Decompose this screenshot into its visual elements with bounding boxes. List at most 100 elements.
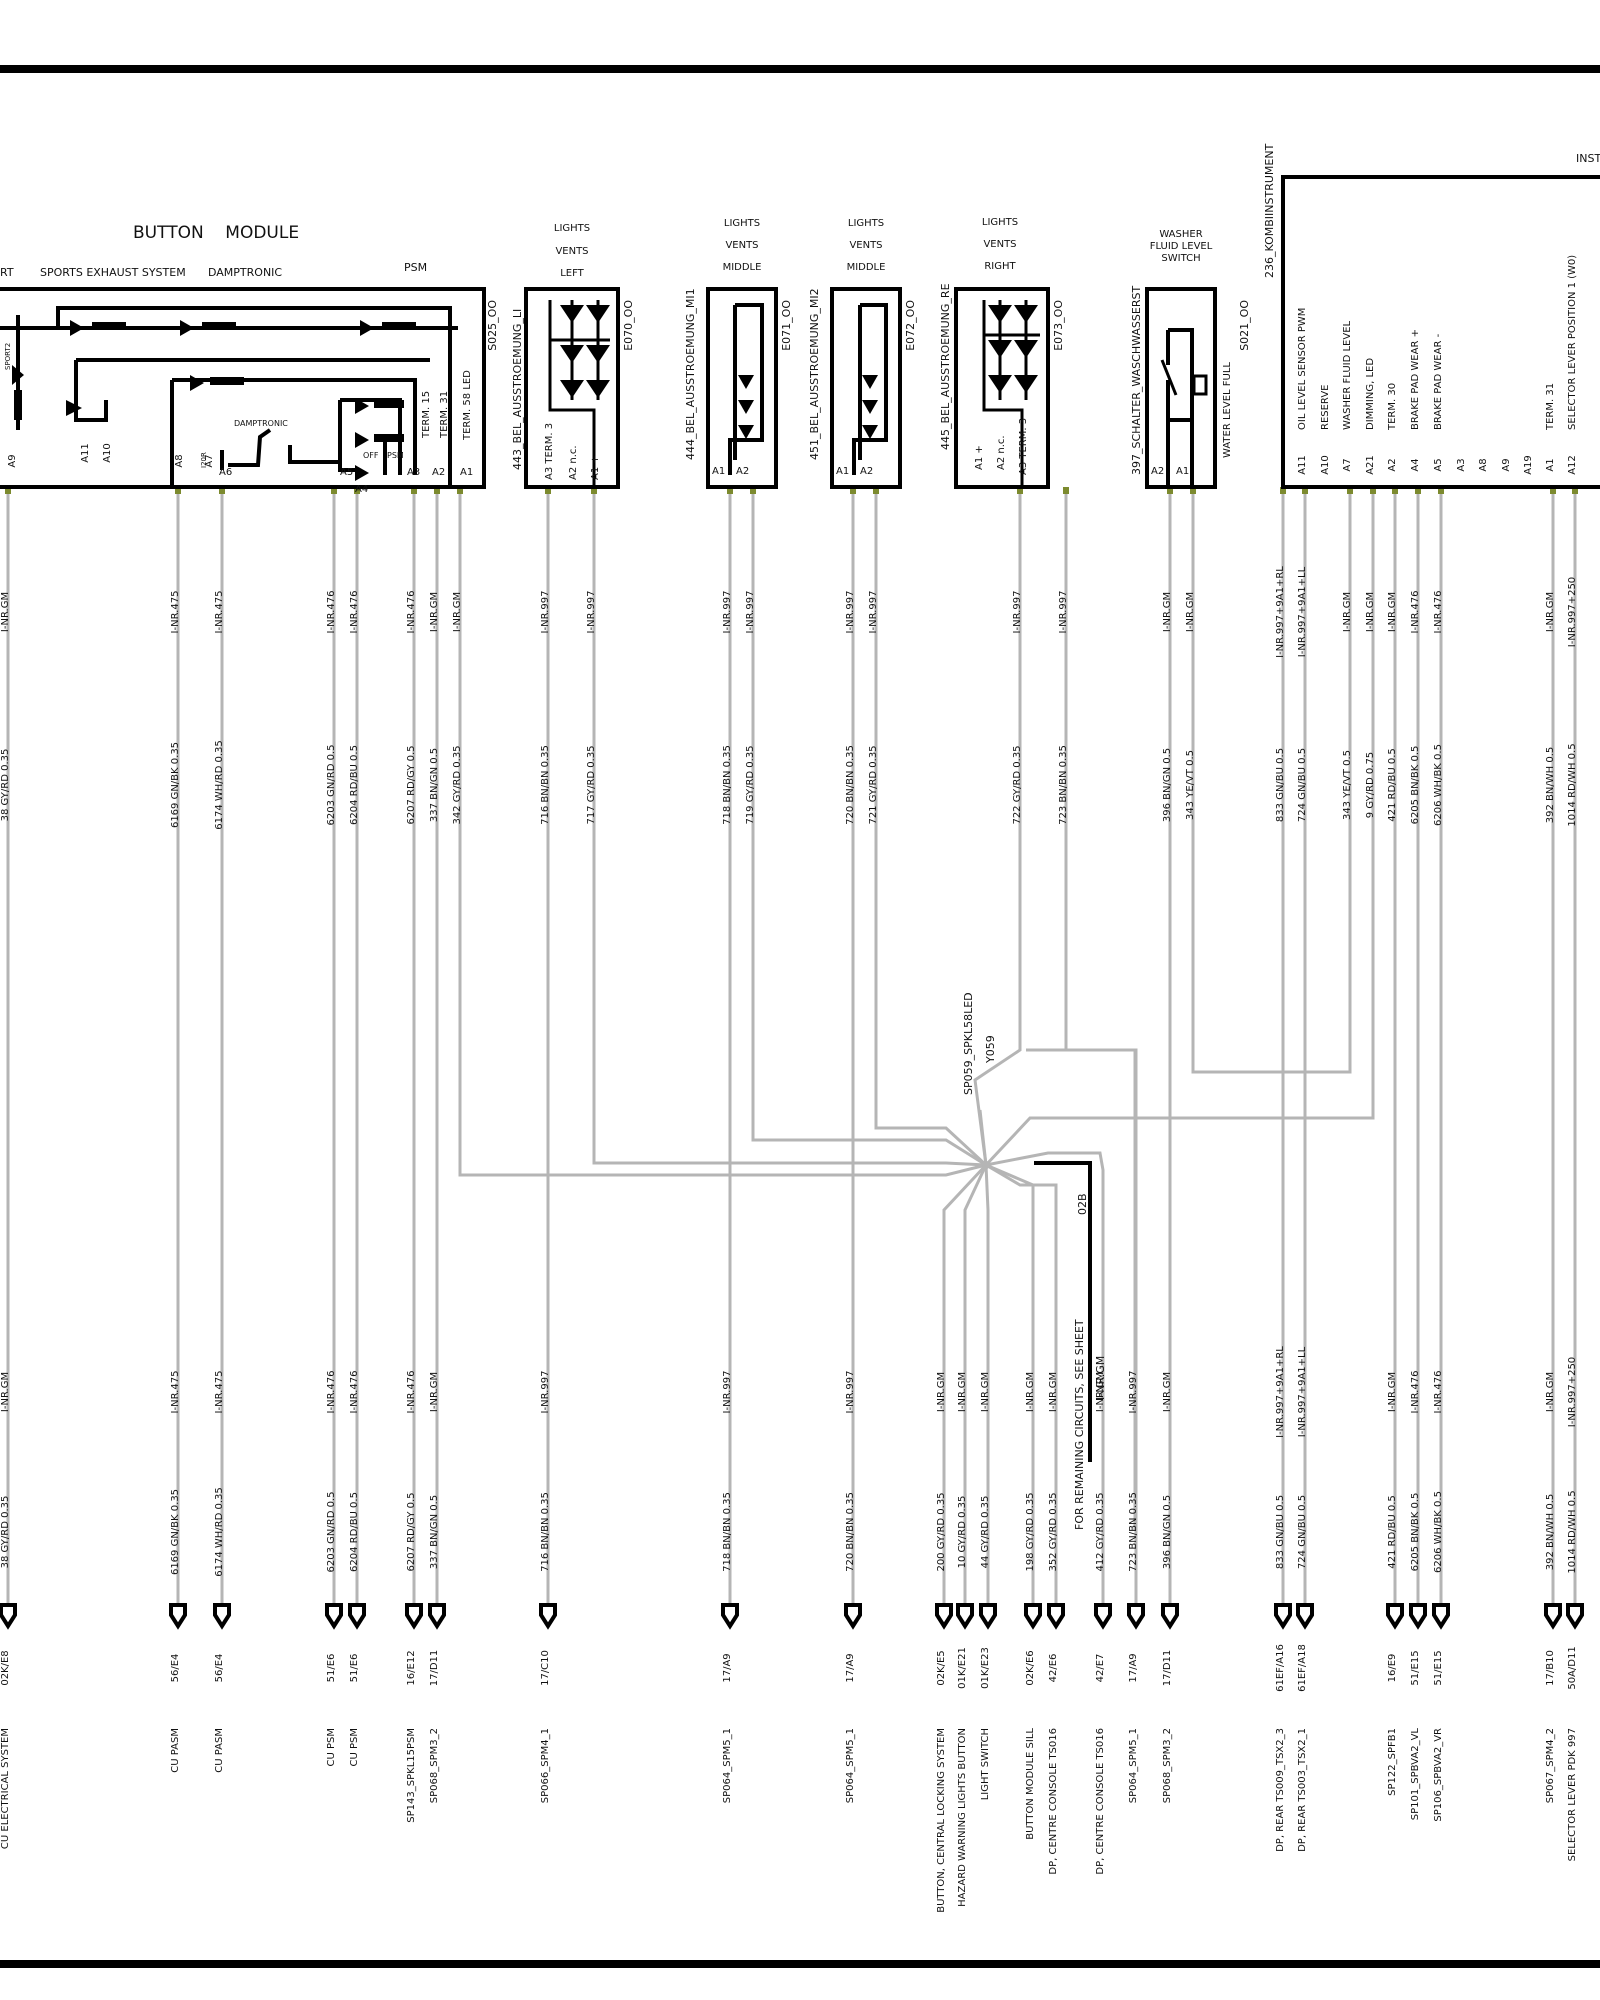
lvl-head-3: LEFT	[560, 268, 584, 279]
wire	[751, 487, 987, 1167]
lvl-id: E070_OO	[622, 300, 635, 351]
wire-spec-lower: 6207 RD/GY 0.5	[406, 1492, 417, 1571]
wire-spec-upper: 38 GY/RD 0.35	[0, 749, 11, 822]
pin-terminal	[1190, 487, 1196, 494]
pin-terminal	[591, 487, 597, 494]
instrument-pin-label: SELECTOR LEVER POSITION 1 (W0)	[1567, 255, 1578, 430]
wire	[963, 1164, 988, 1605]
wire-spec-upper: 6204 RD/BU 0.5	[349, 745, 360, 825]
washer-head-1: WASHER	[1159, 229, 1202, 240]
lvm1-id: E071_OO	[780, 300, 793, 351]
wire-harness-lower: I-NR.997	[722, 1371, 733, 1414]
button-module-pin: A2	[432, 467, 445, 478]
connector-code: 17/C10	[540, 1650, 551, 1686]
wire-harness-upper: I-NR.GM	[1545, 592, 1556, 632]
lvm2-head-2: VENTS	[849, 240, 882, 251]
instrument-name: 236_KOMBIINSTRUMENT	[1263, 143, 1276, 278]
pin-terminal	[873, 487, 879, 494]
lvm2-leds	[862, 375, 878, 439]
wire-harness-upper: I-NR.GM	[1387, 592, 1398, 632]
wire-spec-upper: 421 RD/BU 0.5	[1387, 748, 1398, 822]
destination-label: LIGHT SWITCH	[980, 1728, 991, 1800]
lvm2-head-3: MIDDLE	[847, 262, 886, 273]
wire-spec-lower: 337 BN/GN 0.5	[429, 1495, 440, 1569]
button-module-pin: A3	[407, 467, 420, 478]
lvm2-id: E072_OO	[904, 300, 917, 351]
button-module-internals	[0, 306, 458, 487]
wire-harness-upper: I-NR.476	[326, 591, 337, 634]
wire-harness-lower: I-NR.476	[349, 1371, 360, 1414]
wire-harness-upper: I-NR.997+250	[1567, 577, 1578, 647]
destination-label: HAZARD WARNING LIGHTS BUTTON	[957, 1728, 968, 1907]
lvr-head-2: VENTS	[983, 239, 1016, 250]
pin-terminal	[457, 487, 463, 494]
sheet-reference-line	[1034, 1161, 1092, 1462]
button-module-pin: A5	[340, 467, 353, 478]
connector-symbol	[1161, 1603, 1179, 1630]
pin-terminal	[434, 487, 440, 494]
lvm2-box	[830, 287, 902, 489]
wire-spec-upper: 719 GY/RD 0.35	[745, 745, 756, 824]
lvr-box	[954, 287, 1050, 489]
sheet-reference-nr: I-NR.GM	[1094, 1356, 1107, 1400]
destination-label: SELECTOR LEVER PDK 997	[1567, 1728, 1578, 1861]
wire-spec-lower: 10 GY/RD 0.35	[957, 1496, 968, 1569]
wire-spec-lower: 6174 WH/RD 0.35	[214, 1487, 225, 1577]
psm-label: PSM	[387, 451, 404, 460]
wire-spec-lower: 198 GY/RD 0.35	[1025, 1492, 1036, 1571]
instrument-pin: A12	[1567, 455, 1578, 475]
wire-spec-lower: 421 RD/BU 0.5	[1387, 1495, 1398, 1569]
wire-harness-upper: I-NR.GM	[1342, 592, 1353, 632]
bottom-border	[0, 1960, 1600, 1968]
pin-terminal	[1572, 487, 1578, 494]
destination-label: SP064_SPM5_1	[845, 1728, 856, 1803]
wire-harness-upper: I-NR.GM	[452, 592, 463, 632]
wire-harness-upper: I-NR.GM	[1365, 592, 1376, 632]
wire-harness-upper: I-NR.997	[722, 591, 733, 634]
wire-spec-lower: 396 BN/GN 0.5	[1162, 1495, 1173, 1569]
wire-spec-lower: 724 GN/BU 0.5	[1297, 1495, 1308, 1569]
button-module-box	[0, 287, 486, 489]
wire-spec-upper: 396 BN/GN 0.5	[1162, 748, 1173, 822]
wire-spec-upper: 718 BN/BN 0.35	[722, 745, 733, 825]
lvr-id: E073_OO	[1052, 300, 1065, 351]
lvm1-pin-a2: A2	[736, 466, 749, 477]
instrument-pin: A5	[1433, 458, 1444, 471]
pin-terminal	[545, 487, 551, 494]
wire-harness-upper: I-NR.475	[170, 591, 181, 634]
wire-harness-lower: I-NR.GM	[1387, 1372, 1398, 1412]
connector-code: 51/E6	[349, 1654, 360, 1683]
lvl-name: 443_BEL_AUSSTROEMUNG_LI	[511, 309, 524, 470]
button-module-pin: A11	[80, 443, 91, 463]
lvm1-internals	[728, 303, 764, 475]
instrument-pin: A11	[1297, 455, 1308, 475]
connector-code: 50A/D11	[1567, 1646, 1578, 1689]
wire	[458, 487, 987, 1177]
destination-label: CU PSM	[326, 1728, 337, 1767]
connector-symbol	[213, 1603, 231, 1630]
lvr-pin-a1: A1 +	[974, 445, 985, 470]
connector-code: 17/D11	[429, 1650, 440, 1687]
lvm2-head-1: LIGHTS	[848, 218, 884, 229]
connector-code: 61EF/A16	[1275, 1644, 1286, 1692]
i20r-label: I20R	[200, 452, 208, 468]
connector-symbol	[428, 1603, 446, 1630]
section-sport: RT	[0, 266, 14, 279]
destination-label: BUTTON MODULE SILL	[1025, 1728, 1036, 1840]
connector-symbol	[348, 1603, 366, 1630]
instrument-pin-labels: OIL LEVEL SENSOR PWMA11RESERVEA10WASHER …	[1297, 255, 1578, 475]
lvr-head-1: LIGHTS	[982, 217, 1018, 228]
connector-code: 16/E12	[406, 1650, 417, 1685]
pin-terminal	[1063, 487, 1069, 494]
button-module-pin: A7	[204, 454, 215, 467]
instrument-pin: A8	[1478, 458, 1489, 471]
wire-spec-upper: 717 GY/RD 0.35	[586, 745, 597, 824]
lvm1-pin-a1: A1	[712, 466, 725, 477]
pin-terminal	[175, 487, 181, 494]
lvl-box	[524, 287, 620, 489]
instrument-pin-label: TERM. 30	[1387, 383, 1398, 431]
pin-terminal	[1167, 487, 1173, 494]
destination-label: SP122_SPFB1	[1387, 1728, 1398, 1796]
